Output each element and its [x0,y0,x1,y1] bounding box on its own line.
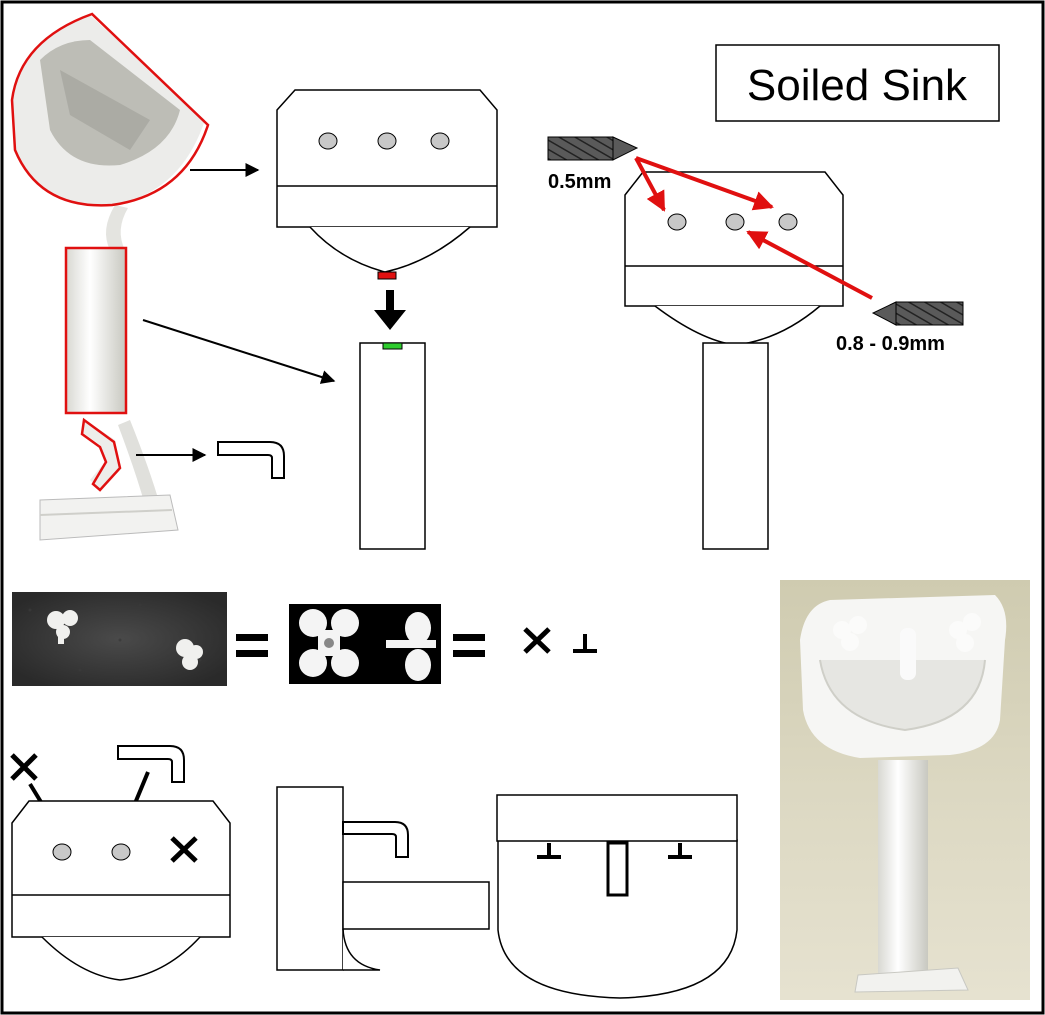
pedestal-highlight [64,246,128,415]
red-arrow-right-hole [635,156,774,211]
drill-bit-small-icon [547,136,639,161]
t-tap-icon [678,843,682,857]
plug-red [377,271,397,280]
title-box [715,44,1000,122]
tap-hole [318,132,338,150]
tap-hole [377,132,397,150]
faucet-icon [117,745,185,783]
basin-highlight [10,12,210,207]
equals-icon [236,634,268,657]
equals-icon [453,634,485,657]
assembled-sink-diagram [624,171,844,550]
tap-placement-diagram [11,800,231,981]
arrow-pedestal [142,319,336,384]
tap-hole [52,843,72,861]
cross-tap-icon [170,836,198,863]
cross-tap-icon [523,627,551,654]
arrow-down-big [374,290,406,330]
tap-hole [111,843,131,861]
socket-green [382,342,403,350]
t-tap-icon [547,843,551,857]
drill-bit-large-icon [871,301,964,326]
finished-sink-photo [780,580,1030,1000]
tap-photo [12,592,227,686]
drill-large-label: 0.8 - 0.9mm [836,333,945,355]
pedestal-column [359,342,426,550]
faucet-part [217,441,285,479]
tap-hole [430,132,450,150]
red-arrow-middle-hole [746,230,873,300]
red-arrow-left-hole [634,157,666,212]
model-photo [12,15,205,541]
faucet-highlight [80,417,122,492]
drill-small-label: 0.5mm [548,171,611,193]
top-view-diagram [496,794,738,999]
tap-silhouettes [289,604,441,684]
tap-hole [778,213,798,231]
t-tap-icon [573,634,597,653]
page-title: Soiled Sink [747,61,968,110]
side-view-diagram [276,786,490,971]
cross-tap-icon [10,753,38,781]
tap-hole [725,213,745,231]
basin-front-diagram [276,89,498,280]
tap-hole [667,213,687,231]
